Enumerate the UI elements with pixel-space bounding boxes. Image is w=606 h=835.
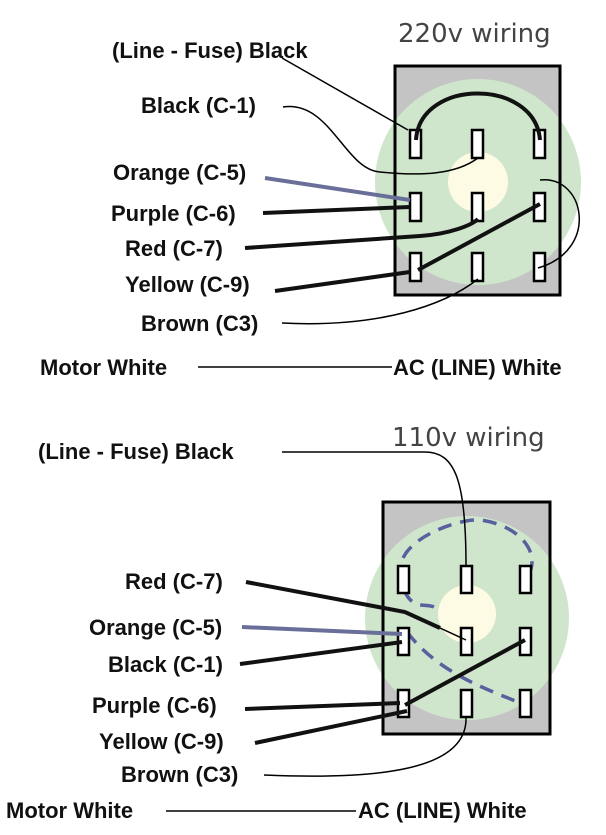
pin-110-9 [518,688,533,719]
title-110v: 110v wiring [392,423,545,453]
title-220v: 220v wiring [398,19,551,49]
label-red-110: Red (C-7) [125,569,223,594]
pin-110-1 [396,564,411,595]
label-ac-white-110: AC (LINE) White [358,798,527,823]
pin-220-1 [408,128,423,160]
wires-220v [198,57,580,368]
diagram-220v: 220v wiring [40,19,581,380]
wire-black-110 [239,640,403,666]
label-yellow-110: Yellow (C-9) [99,729,224,754]
wire-yellow-220 [274,270,411,293]
wire-yellow-110 [254,709,408,745]
wire-red-ext-110 [439,627,467,641]
dashed-jumper-top [399,518,534,582]
label-line-fuse-110: (Line - Fuse) Black [38,439,234,464]
label-orange-110: Orange (C-5) [89,615,222,640]
label-yellow-220: Yellow (C-9) [125,272,250,297]
label-orange-220: Orange (C-5) [113,160,246,185]
dashed-jumper-cross [405,630,526,707]
wire-orange-220 [264,176,411,202]
wire-purple-110 [244,701,401,711]
wire-yellow-cross-220 [417,202,541,272]
label-black-220: Black (C-1) [141,93,256,118]
pin-220-5 [470,191,485,223]
label-ac-white-220: AC (LINE) White [393,355,562,380]
pin-110-5 [459,626,474,657]
label-purple-110: Purple (C-6) [92,693,217,718]
label-brown-220: Brown (C3) [141,311,258,336]
pin-110-3 [518,564,533,595]
pin-220-4 [408,191,423,223]
wire-red-110 [245,580,441,630]
label-black-110: Black (C-1) [108,652,223,677]
wire-loop-220 [537,179,580,269]
pin-220-8 [470,251,485,283]
pin-110-2 [459,564,474,595]
label-red-220: Red (C-7) [125,236,223,261]
wire-line-fuse-220 [281,57,409,131]
jumper-arc-220 [414,91,542,141]
diagram-110v: 110v wiring [6,423,569,823]
wire-black-220 [282,105,479,175]
wire-orange-110 [241,625,403,636]
wires-110v [166,451,526,812]
jumpers-110v [399,518,534,707]
wire-red-220 [244,217,480,250]
wire-brown-220 [281,278,479,325]
label-motor-white-220: Motor White [40,355,167,380]
wire-purple-220 [262,205,411,215]
label-line-fuse-220: (Line - Fuse) Black [112,38,308,63]
pin-220-2 [470,128,485,160]
label-purple-220: Purple (C-6) [111,201,236,226]
dashed-jumper-center [402,589,442,614]
wire-line-fuse-110 [282,451,467,567]
wire-black-cross-110 [404,638,526,707]
label-brown-110: Brown (C3) [121,762,238,787]
label-motor-white-110: Motor White [6,798,133,823]
wire-brown-110 [263,716,467,777]
pin-110-8 [459,688,474,719]
